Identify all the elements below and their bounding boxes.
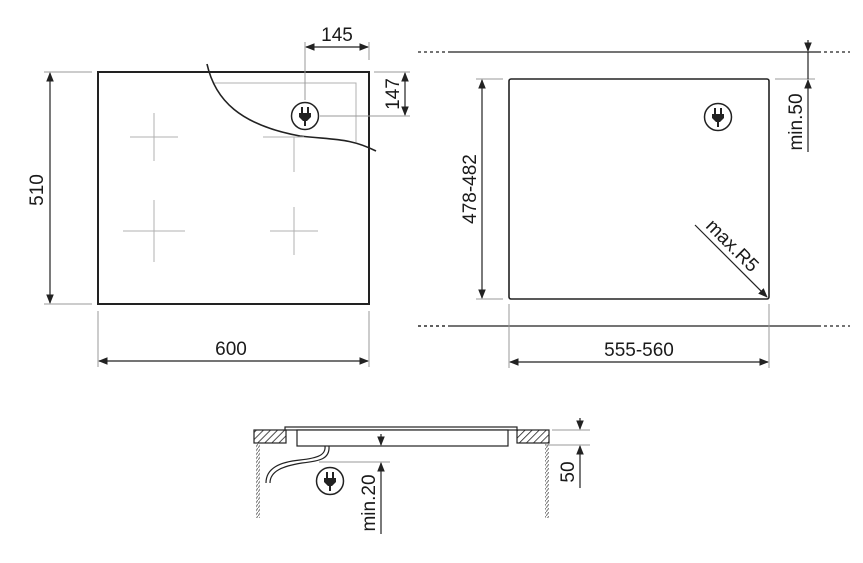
power-cable-curve (206, 63, 377, 152)
worktop-left (253, 429, 287, 444)
cooking-zone-front-left-large (123, 200, 185, 262)
cooking-zone-front-right (270, 207, 318, 255)
cutout-height-dimension: 478-482 (460, 154, 481, 224)
cooking-zone-front-left (130, 113, 178, 161)
connection-x-dimension: 145 (321, 25, 353, 46)
connection-y-dimension: 147 (383, 78, 404, 110)
cable (265, 445, 326, 484)
cutout-outline (508, 78, 770, 300)
plug-icon (703, 102, 733, 132)
corner-radius-label: max.R5 (701, 216, 762, 277)
cutout-view: max.R5 478-482 555-560 min.50 (418, 40, 850, 368)
below-clearance-dimension: min.20 (359, 474, 380, 531)
plug-icon (290, 101, 320, 131)
side-section-view: min.20 50 (253, 418, 590, 534)
plug-icon (315, 466, 345, 496)
worktop-depth-dimension: 50 (558, 461, 579, 482)
width-dimension: 600 (215, 339, 247, 360)
hob-top-view: 145 147 510 600 (27, 25, 410, 367)
worktop-right (516, 429, 550, 444)
back-clearance-dimension: min.50 (786, 93, 807, 150)
cutout-width-dimension: 555-560 (604, 340, 674, 361)
connection-zone-outline (213, 82, 357, 142)
cooking-zone-rear-right (263, 136, 304, 172)
hob-body (296, 429, 509, 447)
height-dimension: 510 (27, 174, 48, 206)
hob-outline (97, 71, 370, 305)
